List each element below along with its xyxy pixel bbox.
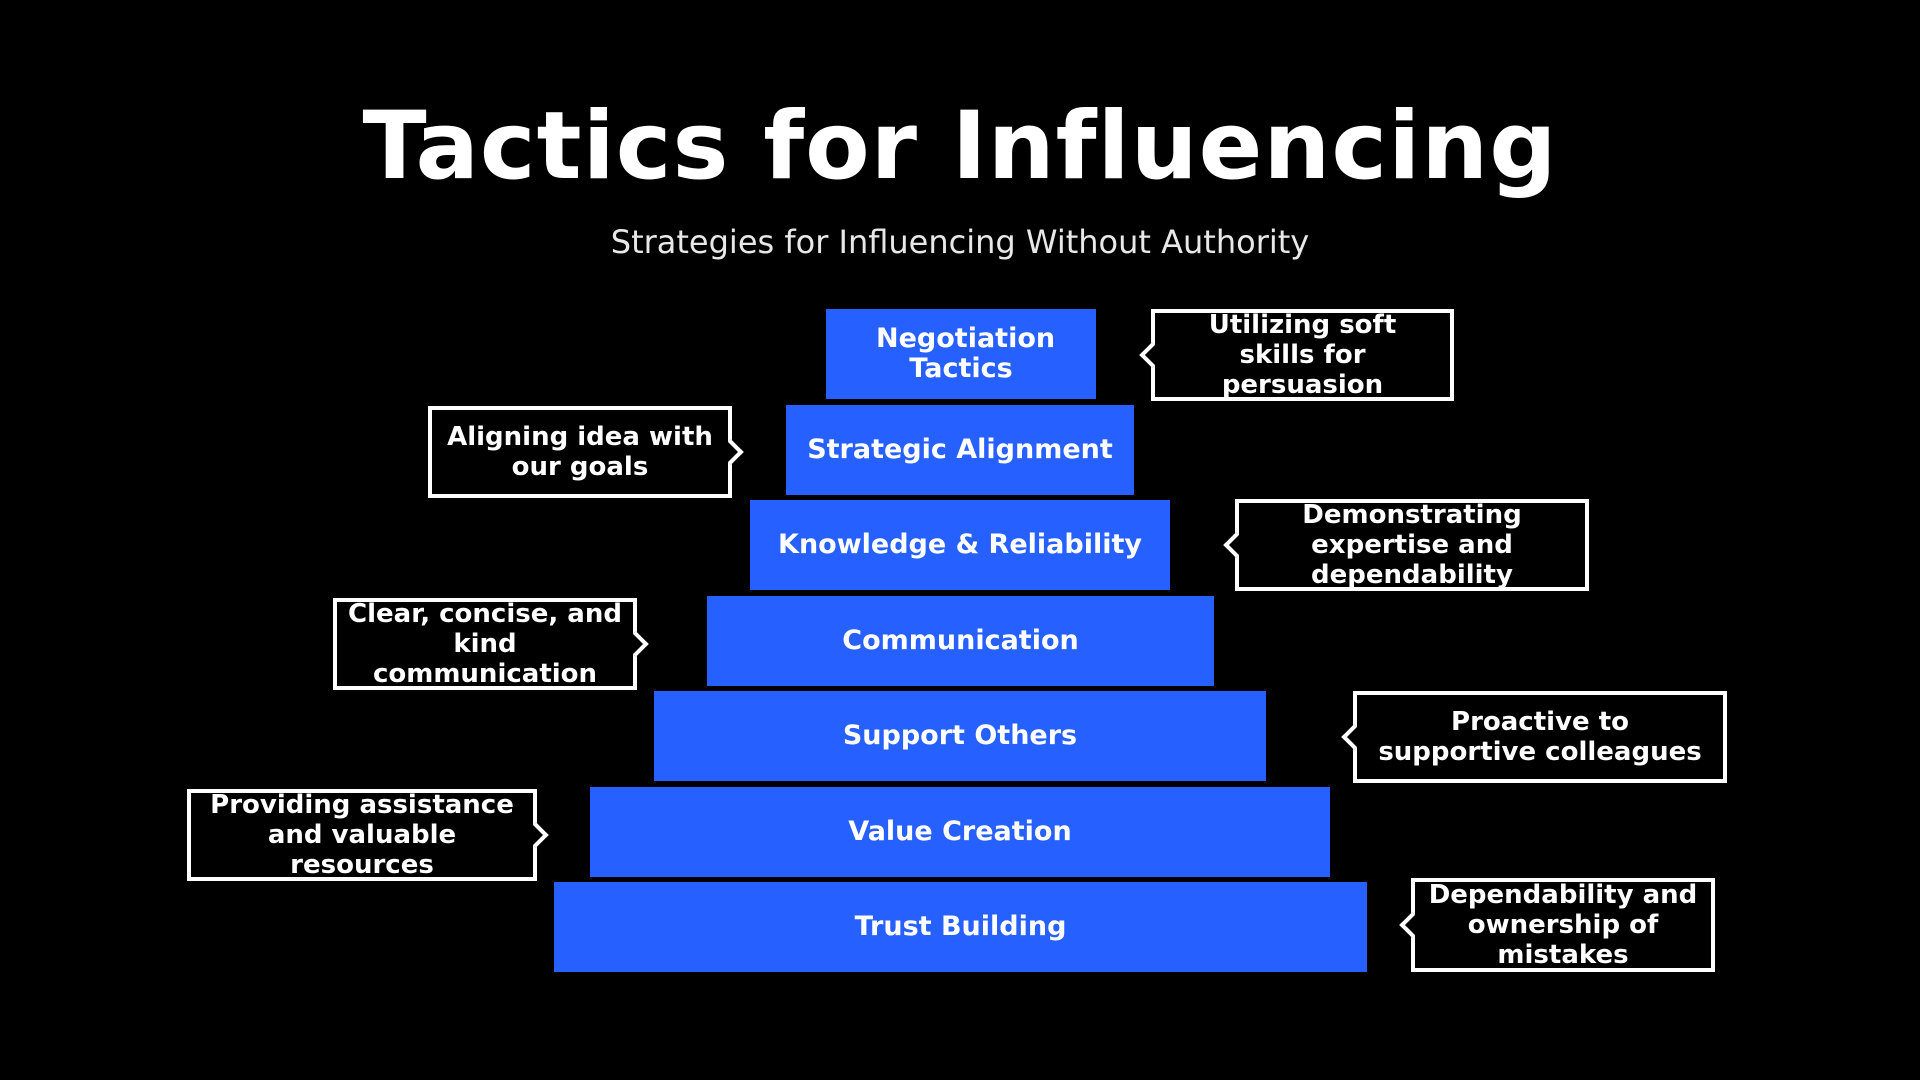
callout-text: Clear, concise, and kind communication xyxy=(348,599,622,689)
callout-knowledge-reliability: Demonstrating expertise and dependabilit… xyxy=(1223,499,1589,591)
tier-label: Knowledge & Reliability xyxy=(778,529,1142,560)
callout-support-others: Proactive to supportive colleagues xyxy=(1341,691,1727,783)
callout-communication: Clear, concise, and kind communication xyxy=(333,598,649,690)
callout-text: Proactive to supportive colleagues xyxy=(1378,707,1702,767)
callout-text: Dependability and ownership of mistakes xyxy=(1428,880,1698,970)
tier-knowledge-reliability: Knowledge & Reliability xyxy=(750,500,1170,590)
tier-label: Value Creation xyxy=(848,816,1072,847)
page-subtitle: Strategies for Influencing Without Autho… xyxy=(610,223,1310,261)
tier-label: Support Others xyxy=(842,720,1078,751)
callout-text: Demonstrating expertise and dependabilit… xyxy=(1302,500,1522,590)
callout-pointer xyxy=(1139,342,1165,368)
tier-label: Negotiation Tactics xyxy=(876,323,1056,384)
callout-trust-building: Dependability and ownership of mistakes xyxy=(1399,878,1715,972)
page-title: Tactics for Influencing xyxy=(362,92,1558,201)
tier-label: Trust Building xyxy=(854,911,1067,942)
callout-pointer xyxy=(1341,724,1367,750)
callout-text: Providing assistance and valuable resour… xyxy=(210,790,514,880)
tier-label: Strategic Alignment xyxy=(807,434,1113,465)
tier-trust-building: Trust Building xyxy=(554,882,1367,972)
tier-communication: Communication xyxy=(707,596,1214,686)
callout-negotiation-tactics: Utilizing soft skills for persuasion xyxy=(1139,309,1454,401)
callout-text: Utilizing soft skills for persuasion xyxy=(1208,310,1397,400)
tier-value-creation: Value Creation xyxy=(590,787,1330,877)
callout-text: Aligning idea with our goals xyxy=(447,422,713,482)
tier-negotiation-tactics: Negotiation Tactics xyxy=(826,309,1096,399)
tier-strategic-alignment: Strategic Alignment xyxy=(786,405,1134,495)
tier-support-others: Support Others xyxy=(654,691,1266,781)
callout-value-creation: Providing assistance and valuable resour… xyxy=(187,789,549,881)
tier-label: Communication xyxy=(842,625,1079,656)
callout-strategic-alignment: Aligning idea with our goals xyxy=(428,406,744,498)
